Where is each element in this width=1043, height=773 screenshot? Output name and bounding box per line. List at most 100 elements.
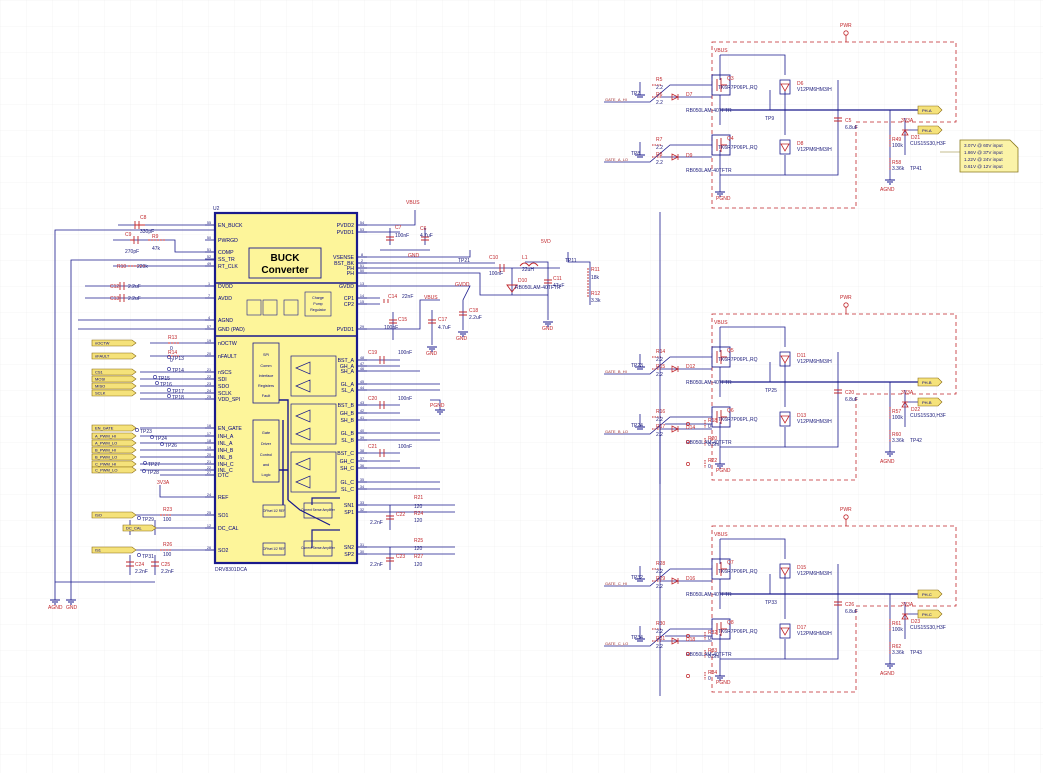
left-tp-7: TP24 — [155, 436, 167, 442]
r-hi2-0: R6 — [656, 92, 663, 98]
ic-left-pin-num-16: 16 — [207, 424, 211, 428]
ic-left-pin-num-14: 24 — [207, 389, 211, 393]
ic-right-pin-27: SN2 — [344, 545, 354, 551]
r-lo-0: R7 — [656, 137, 663, 143]
ic-right-pin-10: BST_A — [338, 358, 355, 364]
port-label-0: nOCTW — [95, 341, 110, 346]
r9-val: 47k — [152, 246, 161, 252]
ic-ref: U2 — [213, 206, 220, 212]
ic-left-pin-num-15: 25 — [207, 395, 211, 399]
ic-left-pin-num-0: 55 — [207, 221, 211, 225]
d-lo-1: D14 — [686, 425, 695, 431]
r-lo-val-2: 2.2 — [656, 629, 663, 635]
tp-lo-2: TP34 — [631, 635, 643, 641]
zener-part-2: CUS15S30,H3F — [910, 625, 946, 631]
r14-val: 0 — [170, 358, 173, 364]
r-lo2-0: R8 — [656, 152, 663, 158]
rdiv1-val-2: 100k — [892, 627, 903, 633]
rdiv2-val-1: 3.36k — [892, 438, 905, 444]
ic-left-pin-num-25: 25 — [207, 511, 211, 515]
ic-right-pin-num-14: 44 — [360, 386, 364, 390]
q-hi-0: Q3 — [727, 76, 734, 82]
d-lo-part-1: RB050LAM-40TFTR — [686, 440, 732, 446]
r21-val: 120 — [414, 504, 423, 510]
ic-left-pin-12: SDI — [218, 377, 227, 383]
r-lo-val-1: 2.2 — [656, 417, 663, 423]
r-hi-val-0: 2.2 — [656, 85, 663, 91]
tp-hi-0: TP7 — [631, 91, 640, 97]
gnd-l1: GND — [542, 326, 554, 332]
shunt-1-1: R20 — [708, 436, 717, 442]
ic-left-pin-0: EN_BUCK — [218, 223, 243, 229]
ic-left-pin-num-8: 57 — [207, 325, 211, 329]
port-9 — [91, 446, 137, 454]
phase-1: PWRVBUSPGNDAGND3V3AGATE_B_HIGATE_B_LOTP2… — [604, 212, 957, 484]
c12-val: 2.2uF — [128, 284, 141, 290]
ic-right-pin-num-26: 32 — [360, 508, 364, 512]
ic-right-pin-num-4: 51 — [360, 264, 364, 268]
ic-right-pin-num-13: 45 — [360, 380, 364, 384]
shunt-1-0: R18 — [708, 418, 717, 424]
rdiv2-1: R60 — [892, 432, 901, 438]
buck-title-1: BUCK — [271, 253, 301, 264]
c25-ref: C25 — [161, 562, 170, 568]
r10-val: 220k — [137, 264, 148, 270]
r11-ref: R11 — [591, 267, 600, 273]
tp-sw-1: TP25 — [765, 388, 777, 394]
ic-right-pin-num-10: 48 — [360, 356, 364, 360]
ic-right-pin-num-23: 35 — [360, 478, 364, 482]
port-10 — [91, 453, 137, 461]
rdiv2-val-2: 3.36k — [892, 650, 905, 656]
ic-right-pin-3: BST_BK — [334, 261, 354, 267]
r13-ref: R13 — [168, 335, 177, 341]
ic-part: DRV8301DCA — [215, 567, 248, 573]
port-label-9: B_PWM_HI — [95, 448, 116, 453]
drv8301-ic[interactable]: BUCK Converter U2 DRV8301DCA Charge Pump… — [205, 206, 367, 573]
ic-right-pin-num-2: 8 — [361, 253, 363, 257]
ic-right-pin-13: GL_A — [341, 382, 355, 388]
left-tp-9: TP27 — [148, 462, 160, 468]
port-7 — [91, 432, 137, 440]
spi-line-1: Comm — [260, 364, 271, 368]
tp21: TP21 — [458, 258, 470, 264]
ic-right-pin-num-25: 33 — [360, 501, 364, 505]
pgnd-amp: PGND — [430, 403, 445, 409]
c19-val: 100nF — [398, 350, 412, 356]
ic-left-pin-25: SO1 — [218, 513, 228, 519]
c17-val: 4.7uF — [438, 325, 451, 331]
ic-right-pin-14: SL_A — [341, 388, 354, 394]
ic-right-pin-num-17: 41 — [360, 416, 364, 420]
left-tp-0: TP13 — [172, 356, 184, 362]
ic-left-pin-1: PWRGD — [218, 238, 238, 244]
port-label-5: SCLK — [95, 391, 106, 396]
ic-right-pin-num-12: 46 — [360, 367, 364, 371]
shunt-2-1: R33 — [708, 648, 717, 654]
ic-left-pin-num-23: 27 — [207, 471, 211, 475]
gate-line-0: Gate — [262, 431, 270, 435]
vbus-ph-1: VBUS — [714, 320, 728, 326]
c6-val: 4.7uF — [420, 233, 433, 239]
ic-left-pin-3: SS_TR — [218, 257, 235, 263]
cap-val-1: 6.8uF — [845, 397, 858, 403]
gate-line-2: Control — [260, 453, 272, 457]
ic-right-pin-21: GH_C — [340, 459, 355, 465]
r25-val: 120 — [414, 546, 423, 552]
port-label-10: B_PWM_LO — [95, 455, 117, 460]
agnd-ph-1: AGND — [880, 459, 895, 465]
ic-left-pin-16: EN_GATE — [218, 426, 242, 432]
rdiv2-2: R62 — [892, 644, 901, 650]
out-port-0: PH-A — [922, 108, 932, 113]
l1-ref: L1 — [522, 255, 528, 261]
cap-val-2: 6.8uF — [845, 609, 858, 615]
c11-val: 47uF — [553, 283, 564, 289]
d-hi-part-0: RB050LAM-40TFTR — [686, 108, 732, 114]
port-5 — [91, 389, 137, 397]
tp-hi-1: TP23 — [631, 363, 643, 369]
c22-val: 2.2nF — [370, 520, 383, 526]
vbus-ph-0: VBUS — [714, 48, 728, 54]
c23-ref: C23 — [396, 554, 405, 560]
vbus-cp: VBUS — [424, 295, 438, 301]
ic-left-pin-num-27: 26 — [207, 546, 211, 550]
d-hi-2: D16 — [686, 576, 695, 582]
tvs-lo-part-2: V12PM6HM3/H — [797, 631, 832, 637]
